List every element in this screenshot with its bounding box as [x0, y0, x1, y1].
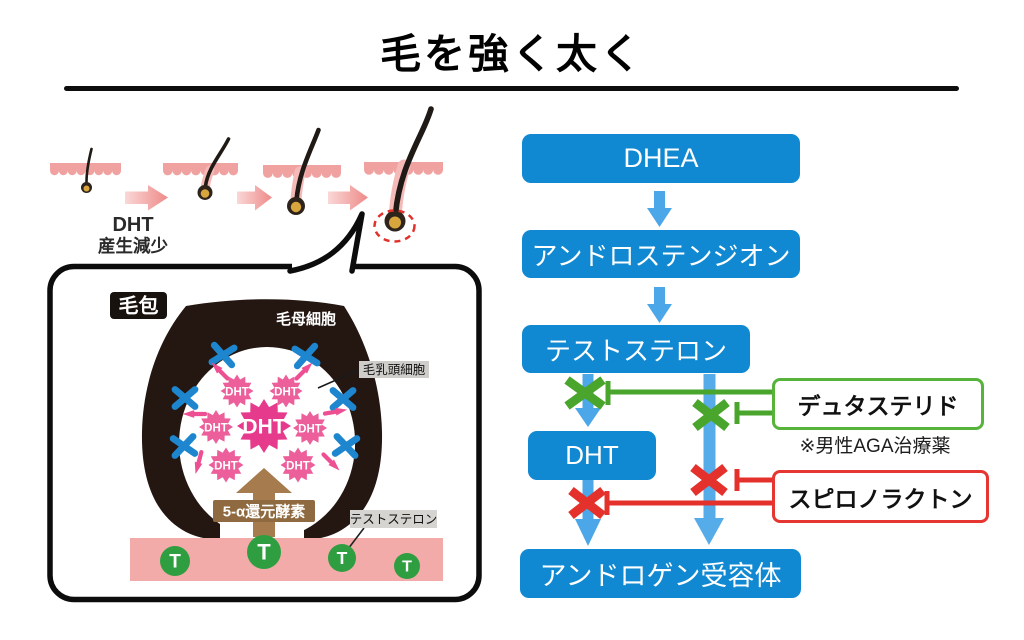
follicle-label: 毛包 [119, 294, 159, 318]
hair-1 [85, 147, 93, 184]
svg-text:DHT: DHT [274, 387, 298, 399]
svg-text:T: T [402, 559, 412, 576]
svg-text:DHT: DHT [242, 416, 285, 439]
x-marks [169, 341, 361, 459]
dutasteride-note: ※男性AGA治療薬 [799, 436, 951, 457]
flowchart-connectors [564, 191, 772, 546]
drug-dutasteride: デュタステリド [772, 378, 984, 430]
svg-text:DHT: DHT [286, 461, 310, 473]
dutasteride-inhibit-lines [564, 376, 772, 432]
svg-text:T: T [337, 548, 348, 568]
enzyme-label: 5-α還元酵素 [223, 503, 306, 521]
enzyme-label-bg [213, 500, 315, 522]
testosterone-label: テストステロン [350, 513, 438, 527]
svg-text:T: T [257, 540, 271, 565]
stage-arrow-3 [328, 185, 368, 211]
highlight-dashed-circle [373, 209, 416, 243]
node-testosterone: テストステロン [522, 325, 750, 373]
hair-3 [294, 127, 321, 203]
matrix-label: 毛母細胞 [276, 310, 336, 328]
svg-text:DHT: DHT [204, 423, 228, 435]
svg-text:DHT: DHT [225, 387, 249, 399]
stage-arrow-1 [125, 185, 168, 211]
node-androgen-receptor: アンドロゲン受容体 [520, 549, 801, 598]
title-underline [64, 86, 959, 91]
hair-2 [203, 137, 231, 188]
svg-text:DHT: DHT [298, 424, 322, 436]
drug-spironolactone: スピロノラクトン [772, 470, 989, 523]
node-dht: DHT [528, 431, 656, 480]
hair-growth-illustration: DHT 産生減少 毛包 毛母細胞 毛乳頭細胞 [47, 106, 482, 603]
page-title: 毛を強く太く [380, 31, 644, 77]
hair-4 [392, 106, 434, 217]
follicle-label-bg [110, 292, 167, 319]
papilla-label: 毛乳頭細胞 [363, 363, 426, 377]
spironolactone-inhibit-lines [568, 463, 772, 520]
testosterone-circles: T T T T [160, 535, 420, 579]
dht-bursts: DHT DHT DHT DHT DHT DHT DHT [199, 374, 327, 483]
hair-stage-row [50, 106, 443, 243]
dht-decrease-line2: 産生減少 [98, 236, 168, 256]
node-dhea: DHEA [522, 134, 800, 183]
dht-decrease-line1: DHT [112, 214, 153, 236]
node-androstenedione: アンドロステンジオン [522, 230, 800, 278]
svg-text:DHT: DHT [214, 461, 238, 473]
follicle-shape [141, 299, 383, 540]
svg-text:T: T [169, 552, 181, 573]
stage-arrow-2 [237, 185, 272, 211]
